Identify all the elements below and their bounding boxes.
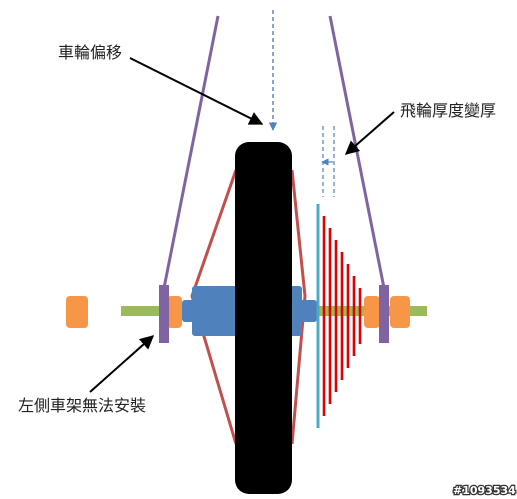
freewheel-cogs bbox=[322, 216, 362, 416]
right-spokes bbox=[290, 169, 307, 445]
hub-right-flange bbox=[300, 300, 317, 322]
left-frame-arrow-icon bbox=[89, 335, 155, 393]
wheel-offset-arrow-icon bbox=[129, 57, 264, 125]
right-dropout bbox=[379, 285, 389, 343]
left-inner-nut bbox=[167, 296, 182, 328]
right-outer-nut bbox=[390, 296, 410, 328]
watermark-id: #1093534 bbox=[453, 484, 516, 497]
label-wheel-offset: 車輪偏移 bbox=[58, 43, 122, 62]
wheel-tire bbox=[235, 142, 292, 494]
left-frame-stay bbox=[162, 15, 220, 289]
label-freewheel-thicker: 飛輪厚度變厚 bbox=[400, 101, 496, 120]
label-left-frame-cannot-install: 左側車架無法安裝 bbox=[18, 396, 146, 415]
right-inner-nut bbox=[364, 296, 380, 328]
left-dropout bbox=[159, 285, 169, 343]
hub-left-flange bbox=[182, 300, 194, 322]
freewheel-arrow-icon bbox=[344, 111, 395, 155]
left-outer-nut bbox=[66, 296, 88, 328]
right-frame-stay bbox=[328, 15, 386, 289]
